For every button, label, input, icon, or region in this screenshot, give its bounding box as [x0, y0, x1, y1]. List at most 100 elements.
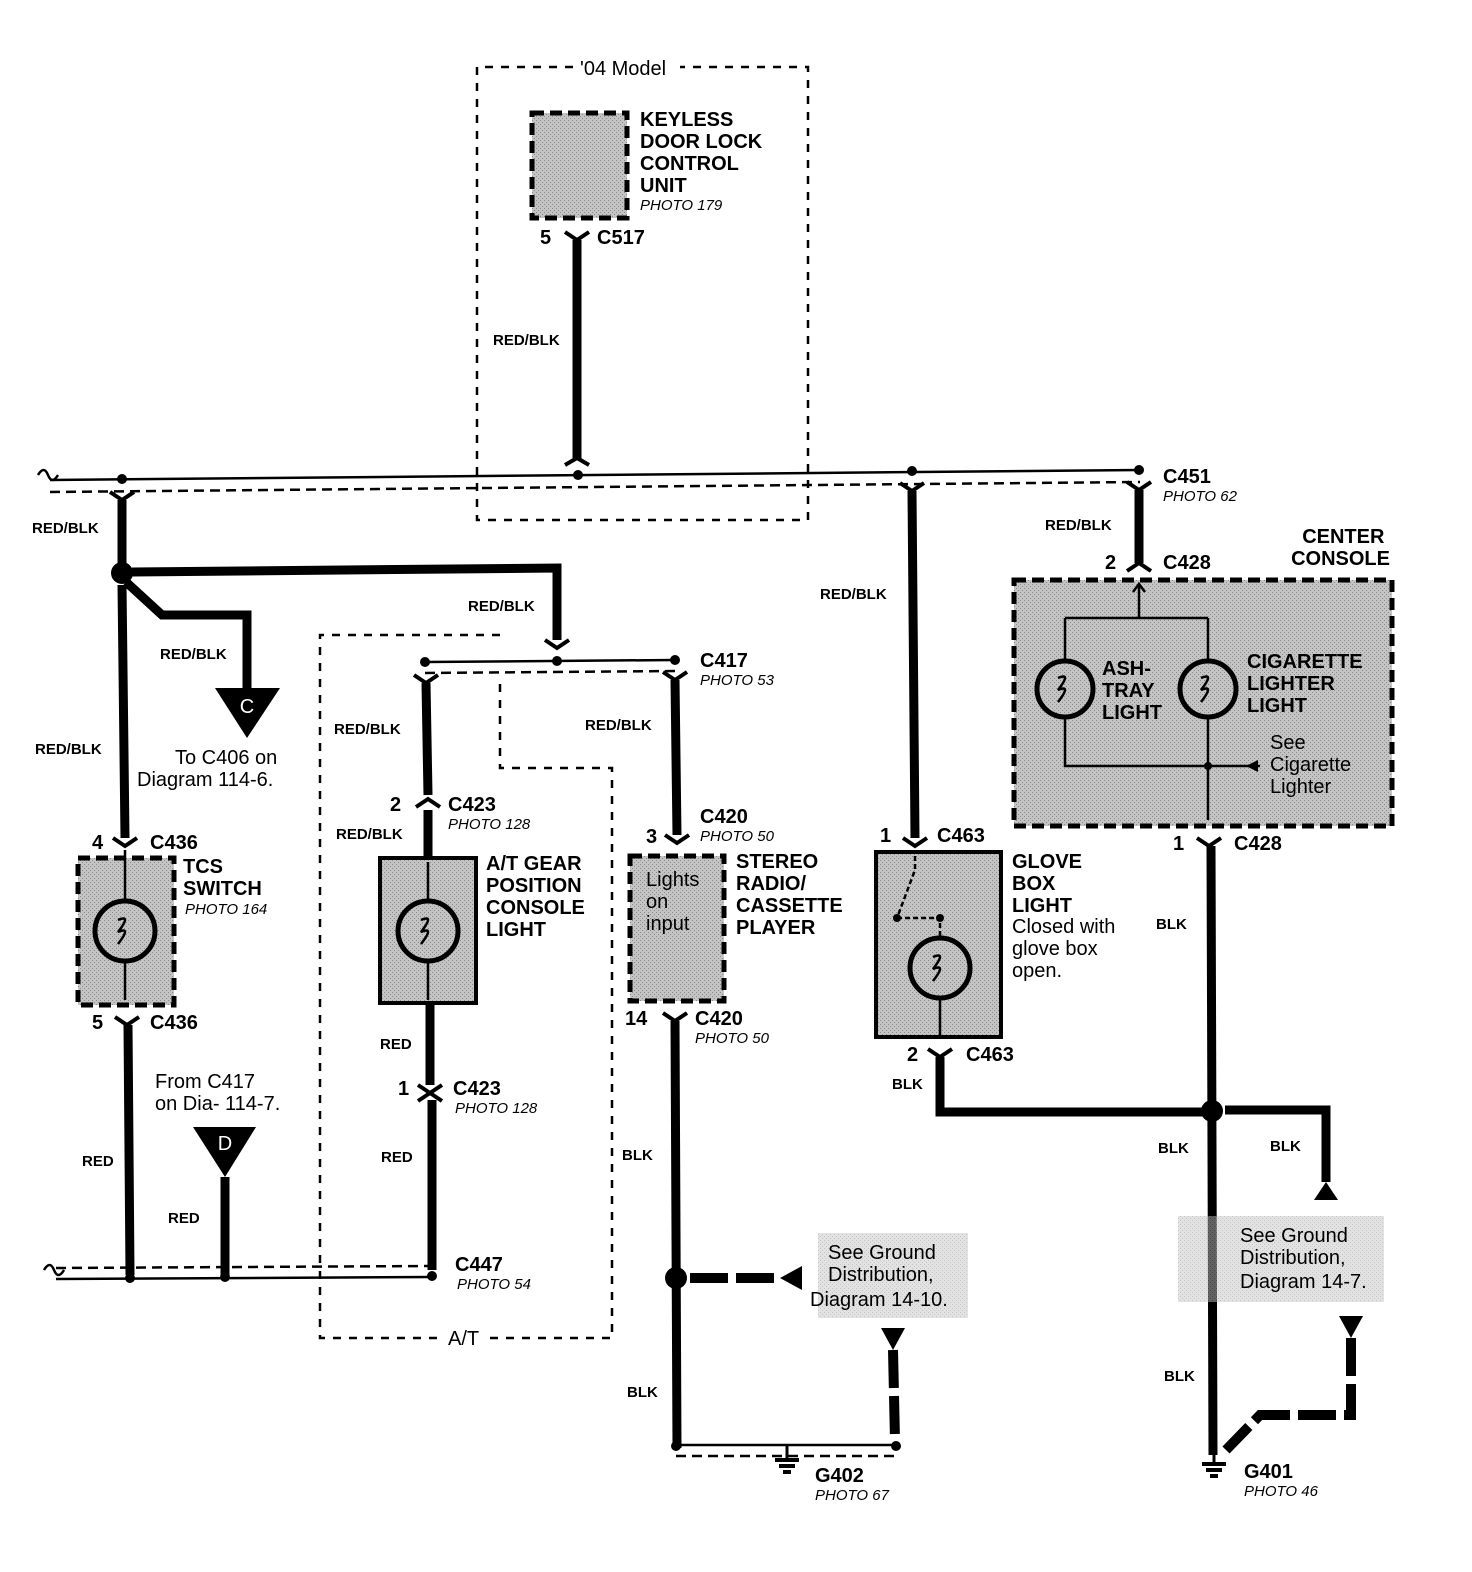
stereo-inner-line: Lights [646, 869, 699, 891]
stereo-photo-top: PHOTO 50 [700, 828, 775, 845]
stereo-wire1-color: BLK [622, 1147, 653, 1164]
svg-text:GLOVE BOX LIGHT: GLOVE BOX LIGHT [1012, 851, 1088, 917]
keyless-door-lock-unit: KEYLESS DOOR LOCK CONTROL UNIT PHOTO 179… [493, 109, 763, 467]
stereo-connector-top: C420 [700, 806, 748, 828]
ashtray-name-line: LIGHT [1102, 702, 1162, 724]
keyless-connector: C517 [597, 227, 645, 249]
at-gear-light: RED/BLK 2 C423 PHOTO 128 RED/BLK A/T GEA… [334, 673, 590, 1293]
stereo-name-line: RADIO/ [736, 873, 806, 895]
stereo-wire2-color: BLK [627, 1384, 658, 1401]
tcs-pin-top: 4 [92, 832, 104, 854]
at-name-line: POSITION [486, 875, 582, 897]
ground-g402-icon [775, 1446, 799, 1474]
g402-photo-ref: PHOTO 67 [815, 1487, 890, 1504]
glove-wire-top-color: RED/BLK [820, 586, 887, 603]
glove-connector-top: C463 [937, 825, 985, 847]
offpage-c-triangle [215, 688, 280, 738]
console-title-line: CENTER [1302, 526, 1385, 548]
offpage-d-letter: D [218, 1133, 232, 1155]
console-wire3-color: BLK [1270, 1138, 1301, 1155]
glove-box-light: RED/BLK 1 C463 GLOVE BOX LIGHT Closed wi… [820, 481, 1205, 1117]
tcs-connector-top: C436 [150, 832, 198, 854]
glove-name-line: LIGHT [1012, 895, 1072, 917]
ashtray-name-line: TRAY [1102, 680, 1155, 702]
glove-pin-bot: 2 [907, 1044, 918, 1066]
glove-note-line: glove box [1012, 938, 1098, 960]
console-ground-ref-line: Distribution, [1240, 1247, 1346, 1269]
offpage-d-text: on Dia- 114-7. [155, 1093, 280, 1115]
glove-wire-bot-color: BLK [892, 1076, 923, 1093]
stereo-ground-ref-line: Diagram 14-10. [810, 1289, 948, 1311]
c451-connector: C451 [1163, 466, 1211, 488]
stereo-ground-ref-line: Distribution, [828, 1264, 934, 1286]
offpage-c-letter: C [240, 696, 254, 718]
console-see-line: Cigarette [1270, 754, 1351, 776]
svg-text:A/T GEAR POSITION: A/T GEAR POSITION CONSOLE LIGHT [486, 853, 590, 941]
at-box-label: A/T [448, 1328, 479, 1350]
console-title-line: CONSOLE [1291, 548, 1390, 570]
at-photo-top: PHOTO 128 [448, 816, 531, 833]
c447-photo-ref: PHOTO 54 [457, 1276, 531, 1293]
at-pin-top: 2 [390, 794, 401, 816]
at-wire-red2-color: RED [381, 1149, 413, 1166]
offpage-d-triangle [193, 1127, 256, 1177]
ground-g401-icon [1202, 1455, 1226, 1478]
at-name-line: LIGHT [486, 919, 546, 941]
at-name-line: A/T GEAR [486, 853, 582, 875]
offpage-c-text: To C406 on [175, 747, 277, 769]
left-branch: RED/BLK RED/BLK RED/BLK C To C406 on Dia… [32, 490, 571, 839]
tcs-wire-bot-color: RED [82, 1153, 114, 1170]
c451-photo-ref: PHOTO 62 [1163, 488, 1238, 505]
tcs-connector-bot: C436 [150, 1012, 198, 1034]
left-wire-top-color: RED/BLK [32, 520, 99, 537]
top-bus: C451 PHOTO 62 [36, 465, 1238, 505]
console-ground-ref-line: See Ground [1240, 1225, 1348, 1247]
model-04-box: '04 Model [475, 58, 810, 522]
stereo-radio: RED/BLK 3 C420 PHOTO 50 Lights on input … [585, 670, 968, 1504]
stereo-name-line: STEREO [736, 851, 818, 873]
c417-bus: C417 PHOTO 53 [420, 650, 775, 689]
at-connector-bot: C423 [453, 1078, 501, 1100]
console-connector-bot: C428 [1234, 833, 1282, 855]
left-wire-diag-color: RED/BLK [160, 646, 227, 663]
offpage-d: From C417 on Dia- 114-7. D RED [155, 1071, 280, 1275]
stereo-wire-top-color: RED/BLK [585, 717, 652, 734]
c447-connector: C447 [455, 1254, 503, 1276]
stereo-ground-ref-line: See Ground [828, 1242, 936, 1264]
stereo-name-line: PLAYER [736, 917, 816, 939]
cig-light-name-line: LIGHTER [1247, 673, 1335, 695]
console-wire-top-color: RED/BLK [1045, 517, 1112, 534]
stereo-pin-top: 3 [646, 826, 657, 848]
at-wire-top-color: RED/BLK [334, 721, 401, 738]
svg-text:CENTER CONSOLE: CENTER CONSOLE [1291, 526, 1390, 570]
at-pin-bot: 1 [398, 1078, 409, 1100]
left-wire-right-color: RED/BLK [468, 598, 535, 615]
console-wire1-color: BLK [1156, 916, 1187, 933]
center-console: CENTER CONSOLE RED/BLK 2 C428 ASH- TRAY … [1011, 480, 1395, 1500]
stereo-name-line: CASSETTE [736, 895, 843, 917]
svg-text:TCS SWITCH: TCS SWITCH [183, 856, 262, 900]
stereo-photo-bot: PHOTO 50 [695, 1030, 770, 1047]
ashtray-name-line: ASH- [1102, 658, 1151, 680]
glove-name-line: BOX [1012, 873, 1056, 895]
console-pin-top: 2 [1105, 552, 1116, 574]
cig-light-name-line: CIGARETTE [1247, 651, 1363, 673]
keyless-name-line: KEYLESS [640, 109, 733, 131]
tcs-name-line: SWITCH [183, 878, 262, 900]
tcs-name-line: TCS [183, 856, 223, 878]
c417-connector: C417 [700, 650, 748, 672]
stereo-inner-line: input [646, 913, 690, 935]
c417-photo-ref: PHOTO 53 [700, 672, 775, 689]
keyless-photo-ref: PHOTO 179 [640, 197, 723, 214]
glove-connector-bot: C463 [966, 1044, 1014, 1066]
tcs-pin-bot: 5 [92, 1012, 103, 1034]
glove-name-line: GLOVE [1012, 851, 1082, 873]
keyless-name-line: CONTROL [640, 153, 739, 175]
at-wire-red1-color: RED [380, 1036, 412, 1053]
g402-label: G402 [815, 1465, 864, 1487]
at-box: A/T [318, 633, 614, 1350]
keyless-name-line: DOOR LOCK [640, 131, 763, 153]
glove-note-line: Closed with [1012, 916, 1115, 938]
console-wire2-color: BLK [1158, 1140, 1189, 1157]
